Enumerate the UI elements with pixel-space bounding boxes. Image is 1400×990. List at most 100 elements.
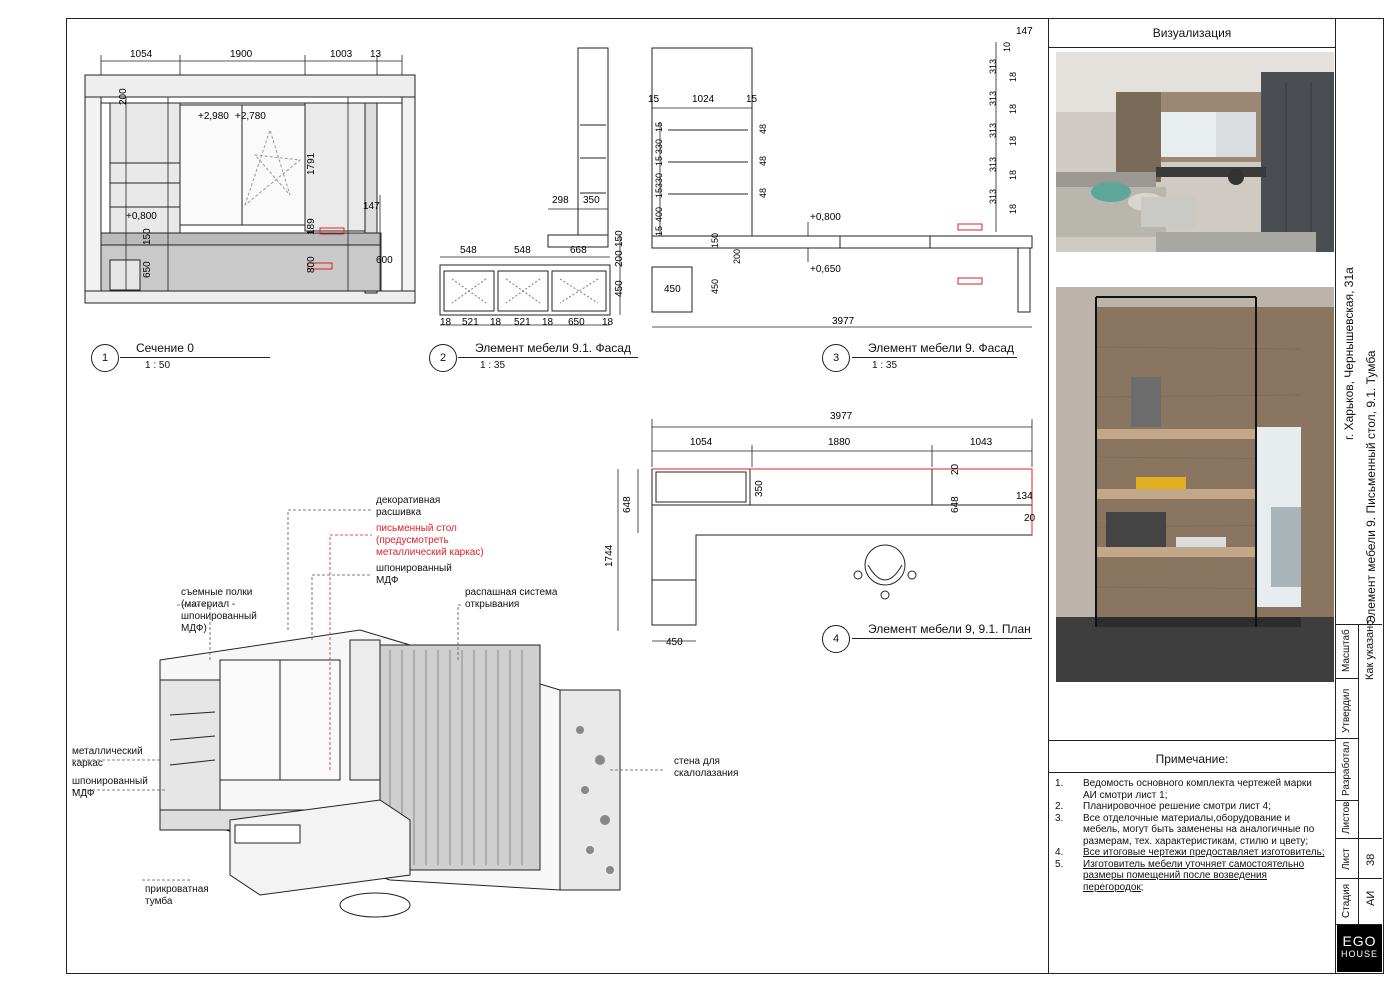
isometric-drawing (159, 629, 621, 918)
v2-dim-bot-4: 521 (514, 317, 531, 328)
v4-inner-3: 20 (950, 463, 961, 475)
view2-facade-drawing: 298 350 548 548 668 150 200 450 18 521 1… (439, 47, 625, 328)
v4-left-1: 648 (622, 496, 633, 513)
v3-dim-left-4: 330 (654, 173, 664, 188)
tb-line (1336, 924, 1382, 925)
note-item: 2.Планировочное решение смотри лист 4; (1055, 801, 1271, 812)
view1-title-line (120, 357, 270, 358)
tb-line (1336, 838, 1382, 839)
sheet-frame (66, 18, 1384, 974)
view3-facade-drawing: 15 1024 15 147 15 330 15 330 15 400 15 1… (648, 26, 1033, 328)
v3-box-width: 450 (664, 284, 681, 295)
v3-right-9: 18 (1008, 170, 1018, 180)
v4-bottom: 450 (666, 637, 683, 648)
view2-title: Элемент мебели 9.1. Фасад (475, 341, 631, 355)
v3-right-8: 313 (988, 157, 998, 172)
logo: EGO HOUSE (1337, 925, 1382, 972)
v1-dim-left-3: 650 (142, 261, 153, 278)
title-block-divider-2 (1335, 18, 1336, 973)
sheet-title: Элемент мебели 9. Письменный стол, 9.1. … (1364, 350, 1378, 624)
note-item: 1.Ведомость основного комплекта чертежей… (1055, 778, 1312, 801)
view4-title: Элемент мебели 9, 9.1. План (868, 622, 1031, 636)
label-developed: Разработал (1341, 741, 1352, 796)
view4-plan-drawing: 3977 1054 1880 1043 648 1744 350 648 20 … (604, 411, 1036, 648)
view1-section-drawing: 1054 1900 1003 13 +2,980 +2,780 +0,800 2… (84, 49, 416, 304)
v3-dim-left-7: 15 (654, 226, 664, 236)
note-item: 3.Все отделочные материалы,оборудование … (1055, 812, 1315, 847)
notes-title: Примечание: (1155, 752, 1229, 766)
v3-right-5: 18 (1008, 104, 1018, 114)
v3-level-2: +0,650 (810, 264, 841, 275)
v3-dim-left-9: 200 (732, 249, 742, 264)
stage-value: АИ (1365, 890, 1377, 906)
note-item: 5.Изготовитель мебели уточняет самостоят… (1055, 858, 1305, 893)
sheet-number: 38 (1365, 853, 1377, 866)
view2-number: 2 (429, 344, 457, 372)
view3-title: Элемент мебели 9. Фасад (868, 341, 1014, 355)
view1-scale: 1 : 50 (145, 360, 171, 371)
v2-dim-top-4: 548 (514, 245, 531, 256)
title-line-notes-2 (1049, 772, 1335, 773)
v3-dim-left-3: 15 (654, 156, 664, 166)
v4-top-2: 1880 (828, 437, 851, 448)
leader-lines (70, 509, 665, 881)
v3-dim-top-4: 147 (1016, 26, 1033, 37)
v1-dim-right-1: 147 (363, 201, 380, 212)
render-desk-niche (1056, 287, 1334, 682)
v2-dim-bot-6: 650 (568, 317, 585, 328)
v3-right-1: 10 (1002, 42, 1012, 52)
v2-dim-side-3: 450 (614, 280, 625, 297)
v2-dim-top-3: 548 (460, 245, 477, 256)
v3-right-6: 313 (988, 123, 998, 138)
v1-dim-left-2: 150 (142, 228, 153, 245)
v3-dim-left-6: 400 (654, 207, 664, 222)
annot-shelves: съемные полки (материал - шпонированный … (181, 587, 257, 634)
tb-line (1336, 800, 1359, 801)
tb-line-vert (1358, 624, 1359, 924)
logo-line2: HOUSE (1340, 949, 1378, 959)
view3-scale: 1 : 35 (872, 360, 898, 371)
v2-dim-bot-1: 18 (440, 317, 452, 328)
v2-dim-bot-3: 18 (490, 317, 502, 328)
v1-dim-top-1: 1054 (130, 49, 153, 60)
view2-title-line (458, 357, 638, 358)
visualization-title: Визуализация (1152, 26, 1232, 40)
annot-metal: металлический каркас (72, 746, 143, 769)
v3-shelf-1: 48 (758, 124, 768, 134)
v2-dim-top-5: 668 (570, 245, 587, 256)
label-stage: Стадия (1341, 883, 1352, 918)
v4-inner-1: 350 (754, 480, 765, 497)
logo-line1: EGO (1342, 933, 1377, 949)
v3-shelf-2: 48 (758, 156, 768, 166)
v1-level-1: +2,980 (198, 111, 229, 122)
v2-dim-bot-7: 18 (602, 317, 614, 328)
v4-inner-2: 648 (950, 496, 961, 513)
title-line-notes (1049, 740, 1335, 741)
label-sheet: Лист (1341, 848, 1352, 870)
v3-dim-top-3: 15 (746, 94, 758, 105)
annot-climb: стена для скалолазания (674, 756, 739, 779)
title-line (1049, 47, 1335, 48)
v3-shelf-3: 48 (758, 188, 768, 198)
v3-dim-left-10: 450 (710, 279, 720, 294)
view2-scale: 1 : 35 (480, 360, 506, 371)
v2-dim-top-1: 298 (552, 195, 569, 206)
tb-line (1336, 738, 1359, 739)
v3-right-3: 18 (1008, 72, 1018, 82)
view1-title: Сечение 0 (136, 341, 194, 355)
v1-dim-top-3: 1003 (330, 49, 353, 60)
v3-right-10: 313 (988, 189, 998, 204)
v1-dim-top-4: 13 (370, 49, 382, 60)
v2-dim-bot-5: 18 (542, 317, 554, 328)
v3-right-4: 313 (988, 91, 998, 106)
v4-inner-4: 134 (1016, 491, 1033, 502)
view4-number: 4 (822, 625, 850, 653)
v3-level-1: +0,800 (810, 212, 841, 223)
v4-inner-5: 20 (1024, 513, 1036, 524)
v3-total: 3977 (832, 316, 855, 327)
v3-dim-top-1: 15 (648, 94, 660, 105)
v2-dim-top-2: 350 (583, 195, 600, 206)
title-block-divider (1048, 18, 1049, 973)
view3-title-line (852, 357, 1017, 358)
v2-dim-side-2: 200 (614, 250, 625, 267)
